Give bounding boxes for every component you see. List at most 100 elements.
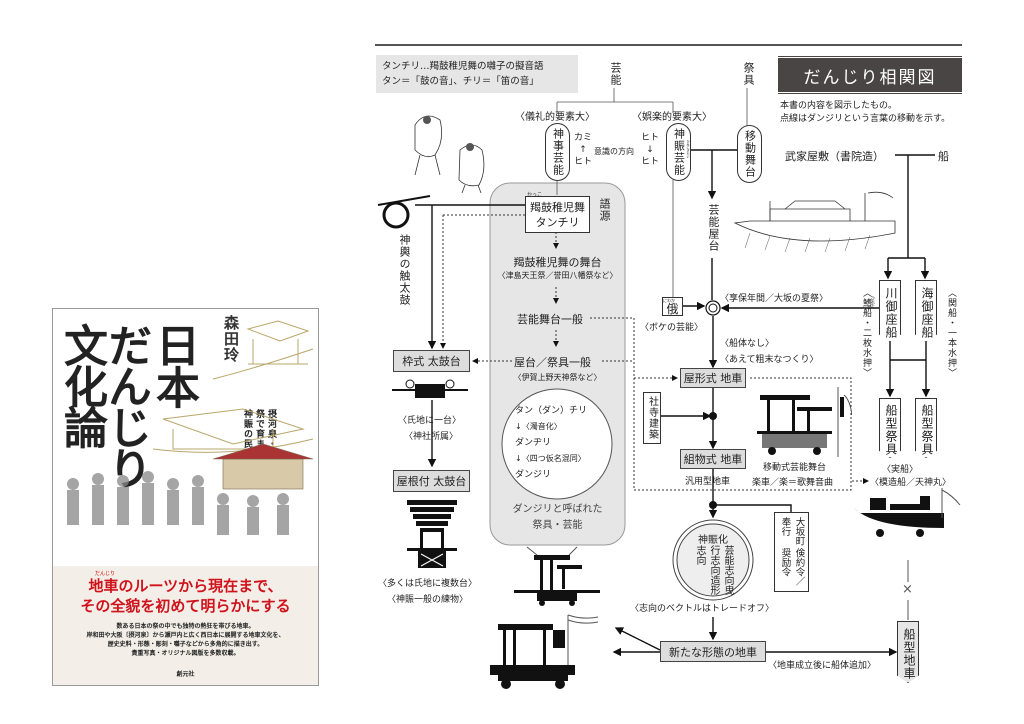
kami-hito: カミ↑ヒト (574, 132, 592, 168)
etym-step-3: ダンヂリ (515, 438, 552, 448)
danjiri-illustration-1 (514, 546, 600, 606)
book-cover: 日本 だんじり 文化論 森田玲 摂河泉・瀬戸内の 祭で育まれた 神賑の民俗誌 だ… (52, 308, 319, 686)
kakko-ruby: かっこ (527, 192, 543, 198)
headline-line-1: 地車のルーツから現在まで、 (88, 577, 283, 595)
hito-text: ヒト (641, 133, 660, 143)
diagram-title-box: だんじり相関図 (778, 55, 962, 95)
label-rough: 〈あえて粗末なつくり〉 (720, 355, 819, 365)
cover-bottom-panel: だんじり 地車のルーツから現在まで、 その全貌を初めて明らかにする 数ある日本の… (53, 566, 318, 685)
node-yakata-danjiri: 屋形式 地車 (680, 368, 746, 388)
label-jitsusen: 〈実船〉 (882, 465, 919, 475)
dancers-illustration (414, 115, 485, 194)
hito-text: ヒト (641, 157, 660, 167)
etym-step-5: ダンジリ (515, 470, 552, 480)
node-funagata-saigu-1: 船型祭具 (879, 398, 901, 458)
label-gakusha: 楽車／楽＝歌舞音曲 (752, 478, 834, 488)
dbl-circle-top: 神賑化 (698, 535, 728, 546)
cover-illustration (67, 320, 314, 535)
book-subtitle-3: 神賑の民俗誌 (242, 409, 252, 469)
ship-float-illustration (854, 488, 961, 537)
kakko-stage-examples: 〈津島天王祭／誉田八幡祭など〉 (497, 271, 618, 280)
book-title-col-1: 日本 (148, 323, 199, 407)
tanchiri-label: タンチリ (535, 215, 580, 229)
label-boke: 〈ボケの芸能〉 (640, 323, 704, 333)
node-wakushiki-taikodai: 枠式 太鼓台 (393, 350, 470, 372)
direction-label: 意識の方向 (594, 147, 634, 156)
label-mikoshi-drum: 神輿の触太鼓 (398, 234, 411, 306)
body-line-3: 歴史史料・形態・彫刻・囃子などから多角的に描き出す。 (107, 641, 264, 648)
label-ujichi-many: 〈多くは氏地に複数台〉 (378, 579, 478, 589)
node-umi-gozabune: 海御座船 (915, 280, 937, 342)
book-subtitle-2: 祭で育まれた (254, 409, 264, 469)
label-hire-bune: 〈鰭船・二枚水押〉 (861, 288, 871, 378)
note-line-2: タン＝「鼓の音」、チリ＝「笛の音」 (382, 76, 539, 87)
label-hanyo: 汎用型地車 (685, 477, 731, 487)
dbl-circle-cols: 芸能志向曳行志向造形志向 (692, 545, 734, 595)
label-geino: 芸能 (609, 62, 622, 86)
note-box: タンチリ…羯鼓稚児舞の囃子の擬音語 タン＝「鼓の音」、チリ＝「笛の音」 (376, 55, 578, 93)
node-shinji-geino: 神事芸能 (545, 123, 570, 181)
body-line-2: 岸和田や大阪〔摂河泉〕から瀬戸内と広く西日本に展開する地車文化を、 (86, 632, 285, 639)
node-kawa-gozabune: 川御座船 (879, 280, 901, 342)
publisher: 創元社 (176, 671, 195, 678)
label-mobile-stage: 移動式芸能舞台 (763, 463, 827, 473)
etym-step-1: タン（ダン）チリ (515, 406, 588, 416)
framed-drum-stand-illustration (392, 379, 468, 398)
node-fune: 船 (936, 148, 949, 164)
called-line-2: 祭具・芸能 (532, 520, 583, 531)
yatai-examples: 〈伊賀上野天神祭など〉 (513, 373, 602, 382)
body-line-1: 数ある日本の祭の中でも独特の熱狂を帯びる地車。 (116, 623, 255, 630)
node-yanetsuki-taikodai: 屋根付 太鼓台 (393, 470, 470, 492)
node-osaka-bugyo: 大坂町奉行倹約令／奨励令 (774, 512, 809, 592)
label-kyoho: 〈享保年間／大坂の夏祭〉 (720, 294, 829, 304)
kakko-label: 羯鼓稚児舞 (530, 200, 585, 214)
label-saigu: 祭具 (742, 62, 755, 86)
down-arrow-icon: ↓ (646, 145, 654, 155)
etym-step-2: ↓〈濁音化〉 (515, 422, 562, 431)
roofed-drum-stand-illustration (407, 500, 457, 568)
shinshin-ruby: かみにぎわい (686, 140, 690, 158)
label-mozo-sen: 〈模造船／天神丸〉 (870, 478, 952, 488)
called-line-1: ダンジリと呼ばれた (512, 504, 603, 515)
hire-ruby: ひれた (871, 296, 876, 308)
node-funagata-saigu-2: 船型祭具 (915, 398, 937, 458)
node-geino-butai: 芸能舞台一般 (515, 311, 585, 327)
label-gogen: 語源 (598, 198, 611, 222)
node-ido-butai: 移動舞台 (737, 125, 762, 183)
book-title-col-2: だんじり (100, 323, 151, 487)
label-ujichi-one: 〈氏地に一台〉 (398, 416, 462, 426)
ken-yaku-label: 倹約令／奨励令 (779, 547, 805, 586)
node-shinshin-geino: 神賑芸能 (666, 123, 691, 181)
osaka-bugyo-label: 大坂町奉行 (779, 517, 805, 546)
node-shaji-kenchiku: 社寺建築 (643, 392, 661, 444)
node-yatai-saigu: 屋台／祭具一般 (512, 354, 593, 370)
label-ritual: 〈儀礼的要素大〉 (515, 112, 595, 123)
node-niwaka: 俄 (662, 297, 683, 316)
drum-icon (377, 195, 431, 229)
zokei-shiko: 造形志向 (694, 545, 719, 595)
node-kakko-stage: 羯鼓稚児舞の舞台 (513, 256, 602, 269)
node-buke-yashiki: 武家屋敷（書院造） (785, 150, 884, 163)
etym-step-4: ↓〈四つ仮名混同〉 (515, 454, 586, 463)
book-author: 森田玲 (222, 315, 240, 363)
gozabune-ship-illustration (733, 191, 896, 253)
label-tradeoff: 〈志向のベクトルはトレードオフ〉 (630, 604, 775, 614)
headline-ruby: だんじり (95, 571, 116, 577)
node-new-form-danjiri: 新たな形態の地車 (660, 641, 766, 662)
label-jinja: 〈神社所属〉 (404, 432, 459, 442)
book-title-col-3: 文化論 (56, 323, 107, 446)
up-arrow-icon: ↑ (579, 145, 587, 155)
cross-mark: × (902, 582, 913, 597)
kami-text: カミ (574, 133, 593, 143)
label-entertain: 〈娯楽的要素大〉 (632, 112, 712, 123)
note-line-1: タンチリ…羯鼓稚児舞の囃子の擬音語 (382, 61, 544, 72)
node-kumimono-danjiri: 組物式 地車 (680, 449, 746, 469)
geino-shiko: 芸能志向 (722, 545, 733, 585)
danjiri-illustration-2 (490, 614, 599, 689)
node-kakko-chigomai: 羯鼓稚児舞タンチリ (525, 196, 590, 233)
label-seki-bune: 〈関船・一本水押〉 (946, 288, 956, 378)
diagram-desc-2: 点線はダンジリという言葉の移動を示す。 (780, 114, 951, 124)
label-no-hull: 〈船体なし〉 (720, 339, 775, 349)
diagram-desc-1: 本書の内容を図示したもの。 (780, 101, 898, 111)
niwaka-ruby: にわか (663, 298, 675, 303)
